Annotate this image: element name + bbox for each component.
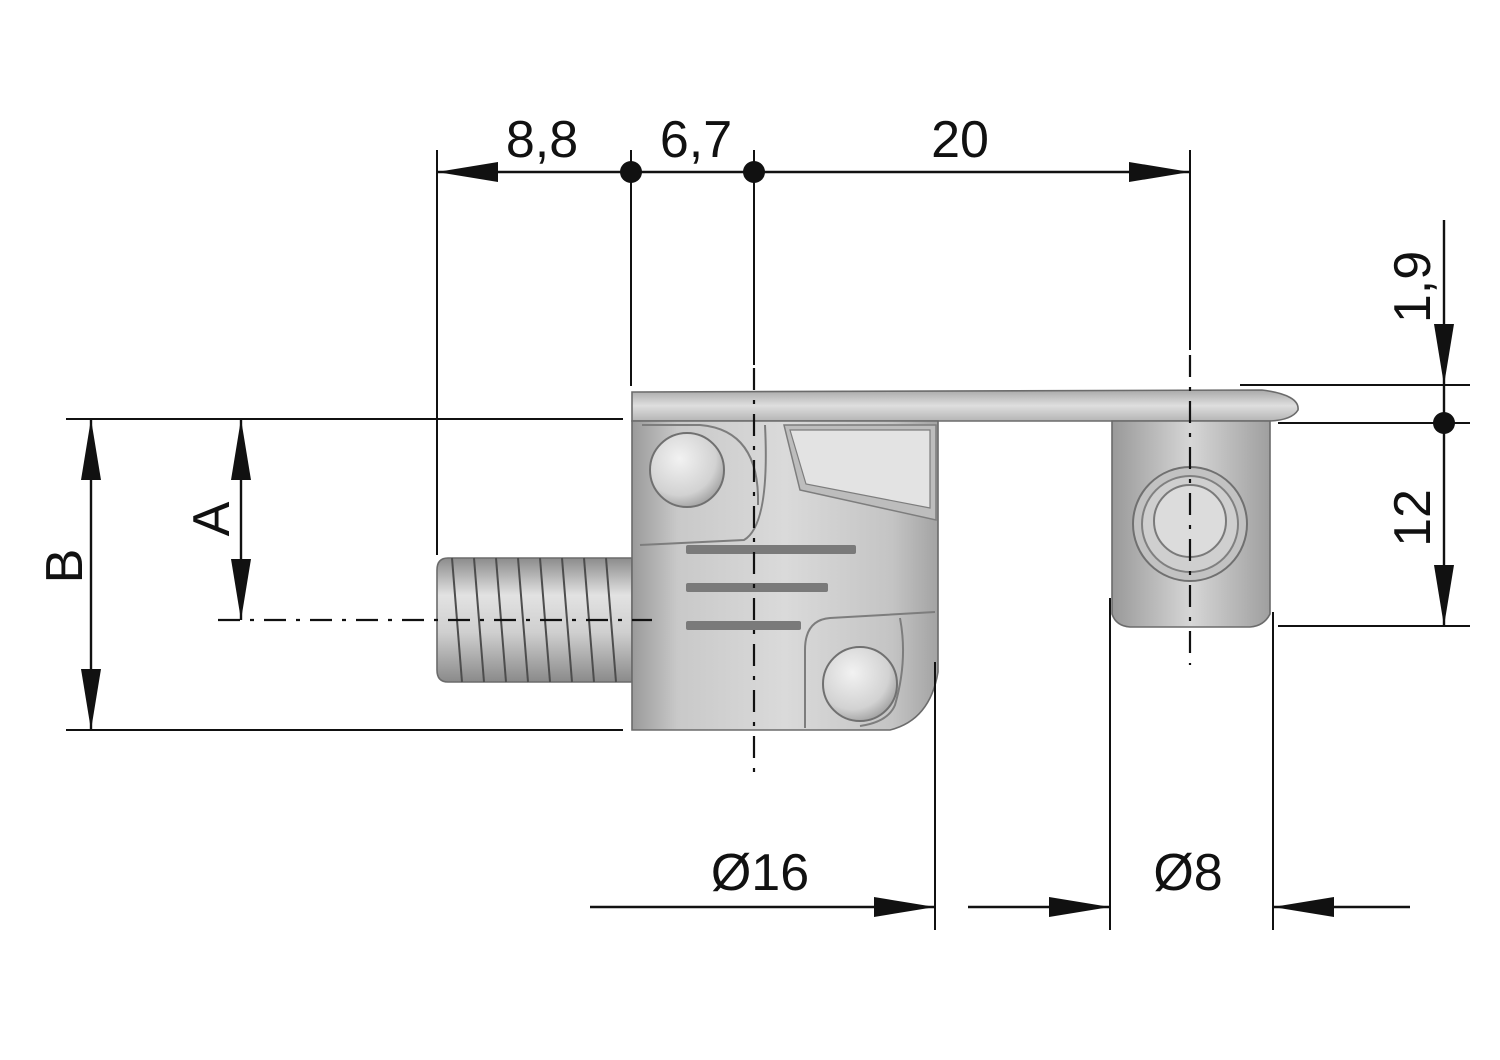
lower-knob: [822, 646, 898, 722]
upper-knob: [649, 432, 725, 508]
dim-label-diameter-8: Ø8: [1153, 844, 1222, 902]
dim-label-12: 12: [1384, 489, 1442, 547]
dim-label-1-9: 1,9: [1384, 251, 1442, 323]
dimension-labels: 8,8 6,7 20 1,9 12 Ø16 Ø8 A B: [36, 111, 1442, 902]
dim-label-a: A: [183, 501, 241, 536]
body-grooves: [686, 545, 856, 630]
dim-label-6-7: 6,7: [660, 111, 732, 169]
connector-part: [436, 389, 1299, 731]
dim-label-8-8: 8,8: [506, 111, 578, 169]
dim-label-diameter-16: Ø16: [711, 844, 809, 902]
dim-label-20: 20: [931, 111, 989, 169]
right-pin: [1111, 420, 1271, 628]
center-lines: [218, 355, 1192, 775]
top-plate: [631, 389, 1299, 422]
dim-label-b: B: [36, 549, 94, 584]
dimension-lines: [81, 161, 1455, 917]
extension-lines: [66, 150, 1470, 930]
